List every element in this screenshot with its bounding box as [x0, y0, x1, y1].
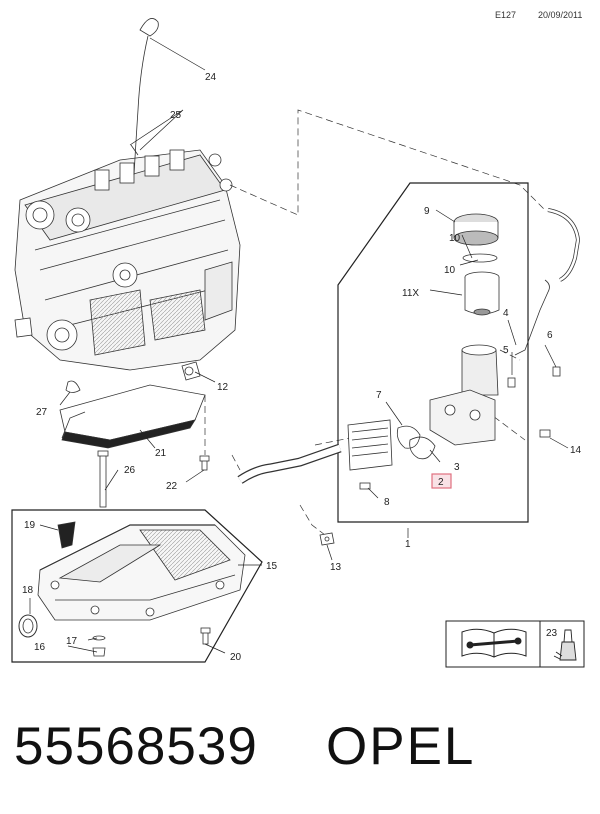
- oil-pressure-switch-illustration: [181, 361, 201, 381]
- callout-27: 27: [36, 407, 48, 418]
- callout-24: 24: [205, 72, 217, 83]
- callout-18: 18: [22, 585, 34, 596]
- part-number: 55568539: [14, 717, 258, 776]
- callout-25: 25: [170, 110, 182, 121]
- seal-ring-illustration: [18, 614, 38, 638]
- pan-bolt-illustration: [200, 627, 211, 645]
- callout-11x: 11X: [402, 288, 419, 299]
- callout-16: 16: [34, 642, 46, 653]
- diagram-code: E127: [495, 10, 517, 20]
- assembly-frame: [337, 182, 529, 523]
- callout-20: 20: [230, 652, 242, 663]
- callout-1: 1: [405, 539, 411, 550]
- callout-7: 7: [376, 390, 382, 401]
- drain-plug-illustration: [92, 635, 106, 657]
- callout-2: 2: [438, 477, 444, 488]
- bolt-illustration: [199, 455, 210, 471]
- callout-26: 26: [124, 465, 136, 476]
- callout-4: 4: [503, 308, 509, 319]
- callout-8: 8: [384, 497, 390, 508]
- oil-strainer-illustration: [57, 521, 76, 549]
- callout-23: 23: [546, 628, 558, 639]
- workshop-manual-icon: [461, 628, 527, 658]
- callout-21: 21: [155, 448, 167, 459]
- oil-filter-housing-illustration: [347, 208, 581, 490]
- coolant-hose-illustration: [237, 443, 342, 484]
- callout-12: 12: [217, 382, 229, 393]
- callout-9: 9: [424, 206, 430, 217]
- callout-3: 3: [454, 462, 460, 473]
- highlighted-callout-box: [431, 473, 452, 489]
- splash-shield-illustration: [59, 384, 206, 449]
- oil-pan-frame: [11, 509, 263, 663]
- callout-6: 6: [547, 330, 553, 341]
- callout-15: 15: [266, 561, 278, 572]
- sealant-tube-icon: [553, 629, 577, 661]
- callout-5: 5: [503, 345, 509, 356]
- nut-illustration: [319, 532, 335, 546]
- callout-10-upper: 10: [449, 233, 461, 244]
- callout-13: 13: [330, 562, 342, 573]
- brand-name: OPEL: [326, 717, 476, 776]
- callout-17: 17: [66, 636, 78, 647]
- long-bolt-illustration: [97, 450, 109, 508]
- dipstick-illustration: [130, 18, 159, 176]
- engine-block-illustration: [14, 149, 241, 371]
- callout-19: 19: [24, 520, 36, 531]
- callout-10-lower: 10: [444, 265, 456, 276]
- clip-illustration: [65, 380, 81, 393]
- oil-pan-illustration: [37, 524, 246, 621]
- callout-22: 22: [166, 481, 178, 492]
- callout-14: 14: [570, 445, 582, 456]
- diagram-date: 20/09/2011: [538, 10, 583, 20]
